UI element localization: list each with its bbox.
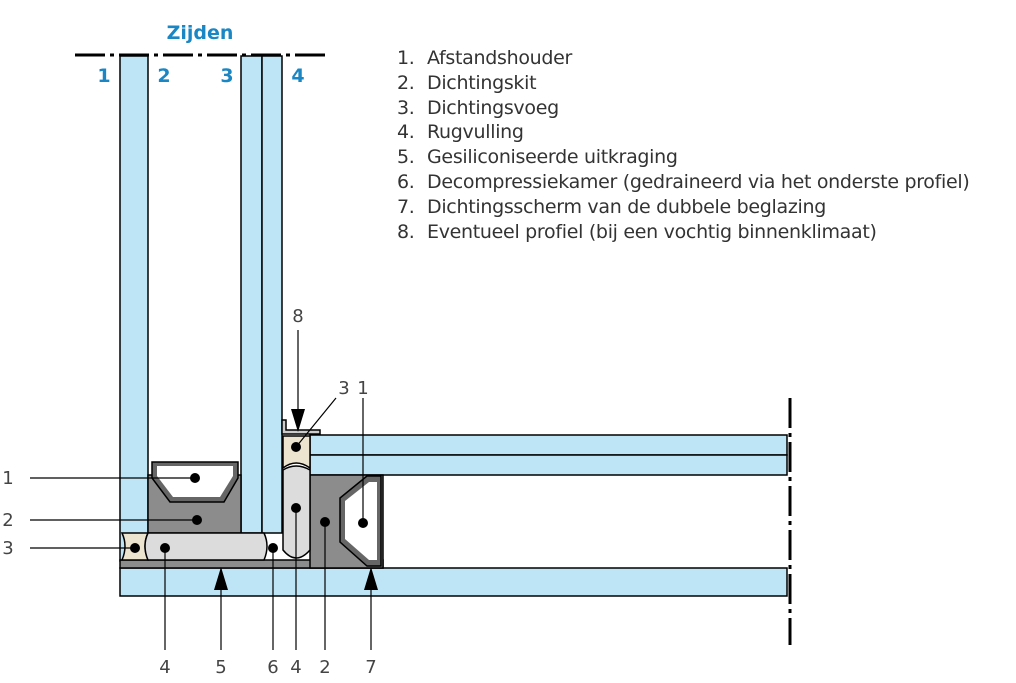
lower-glass-pane	[119, 567, 788, 597]
callout-top-3: 3	[338, 378, 349, 399]
arrow-down-icon	[291, 409, 305, 432]
upper-glass-pane-b	[309, 454, 788, 476]
callout-left-2: 2	[2, 510, 13, 531]
legend-item: 7.Dichtingsscherm van de dubbele beglazi…	[397, 195, 826, 218]
arrow-up-icon	[214, 567, 228, 590]
side-label-2: 2	[157, 65, 170, 87]
legend-item: 5.Gesiliconiseerde uitkraging	[397, 146, 678, 169]
side-label-3: 3	[220, 65, 233, 87]
inner-glass-pane-a	[240, 55, 263, 534]
legend-item: 2.Dichtingskit	[397, 71, 537, 94]
side-label-4: 4	[291, 65, 304, 87]
optional-profile	[281, 419, 321, 435]
legend-item: 1.Afstandshouder	[397, 47, 573, 69]
legend-item: 6.Decompressiekamer (gedraineerd via het…	[397, 170, 970, 193]
callout-top-8: 8	[292, 306, 303, 327]
callout-bottom-2: 2	[319, 657, 330, 678]
legend-item: 4.Rugvulling	[397, 121, 524, 144]
legend: 1.Afstandshouder 2.Dichtingskit 3.Dichti…	[397, 46, 970, 244]
arrow-up-icon	[364, 567, 378, 590]
joint-sealant-top	[282, 435, 311, 470]
callout-bottom-5: 5	[215, 657, 226, 678]
callout-bottom-4b: 4	[290, 657, 301, 678]
callout-left-1: 1	[2, 468, 13, 489]
legend-item: 8.Eventueel profiel (bij een vochtig bin…	[397, 220, 877, 243]
backer-rod-horizontal	[144, 532, 268, 561]
inner-glass-pane-b	[261, 55, 283, 534]
legend-item: 3.Dichtingsvoeg	[397, 96, 559, 119]
callout-bottom-4: 4	[159, 657, 170, 678]
callout-top-1: 1	[357, 378, 368, 399]
callout-bottom-7: 7	[365, 657, 376, 678]
callout-bottom-6: 6	[267, 657, 278, 678]
callout-dots	[130, 409, 378, 590]
outer-glass-pane	[119, 55, 149, 562]
side-label-1: 1	[97, 65, 110, 87]
callout-left-3: 3	[2, 538, 13, 559]
upper-glass-pane-a	[309, 434, 788, 456]
title: Zijden	[167, 22, 234, 44]
